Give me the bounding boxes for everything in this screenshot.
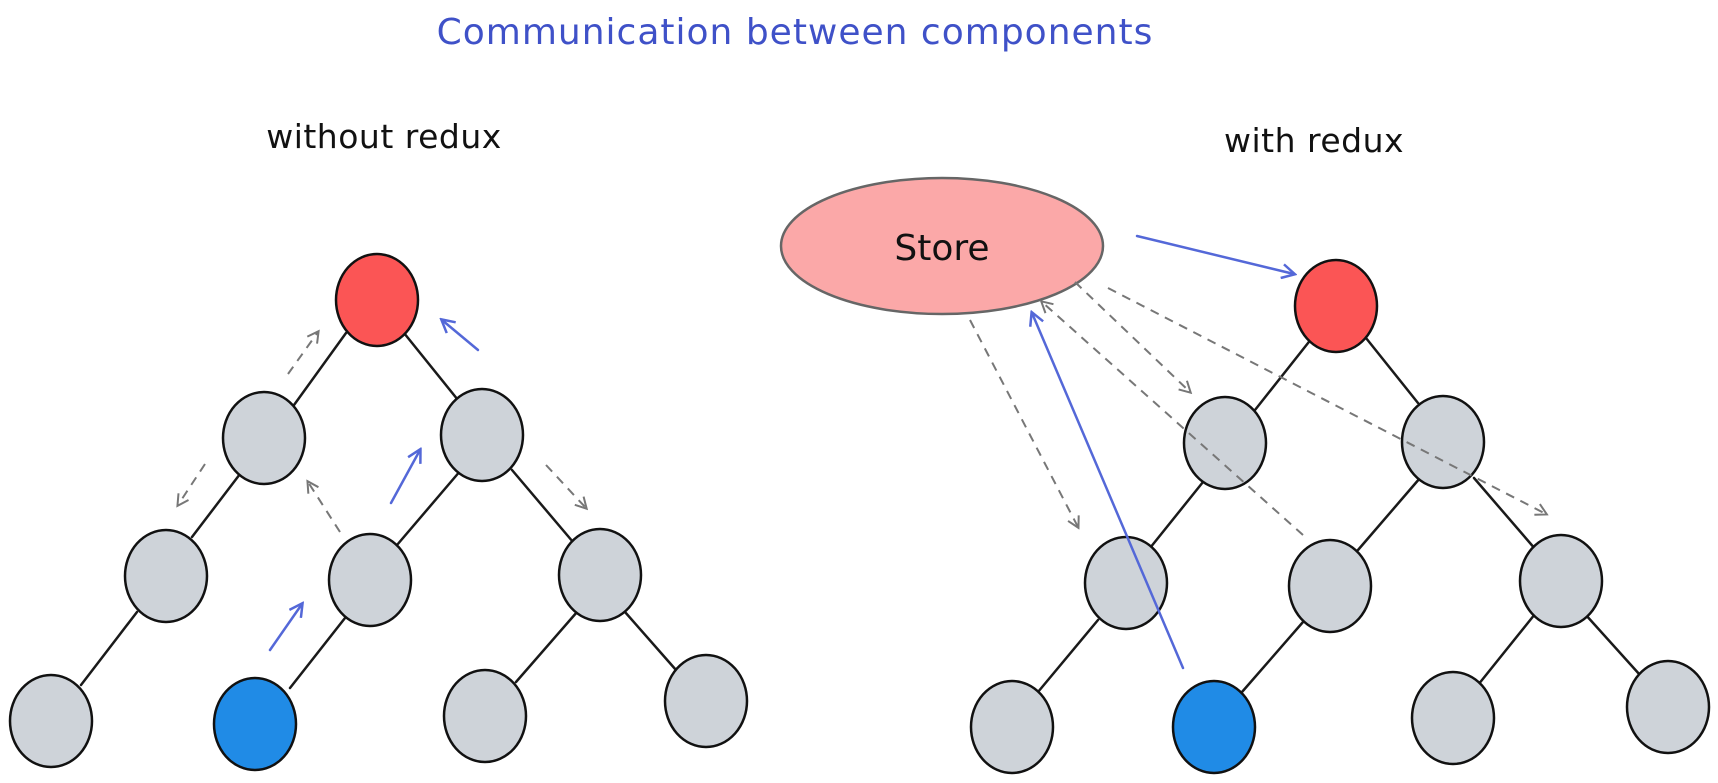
tree-edge: [514, 610, 579, 684]
tree-node: [1518, 533, 1604, 629]
dashed-arrow: [1042, 302, 1304, 536]
tree-node: [1400, 394, 1486, 490]
tree-node: [8, 673, 94, 769]
propagation-arrow: [268, 604, 302, 652]
tree-edge: [1476, 612, 1537, 687]
propagation-arrow: [442, 320, 480, 352]
source-node: [212, 676, 298, 772]
tree-edge: [1364, 336, 1420, 405]
right-tree: Store: [779, 176, 1711, 775]
tree-edge: [402, 331, 464, 407]
dashed-arrow: [287, 332, 318, 375]
tree-edge: [1253, 336, 1314, 412]
tree-node: [221, 390, 307, 486]
tree-edge: [292, 331, 348, 407]
tree-edge: [1583, 612, 1642, 677]
tree-node: [663, 653, 749, 749]
dashed-arrow: [1074, 281, 1190, 392]
store: [779, 176, 1105, 316]
tree-edge: [1240, 620, 1305, 694]
tree-edge: [79, 610, 139, 687]
root-node: [334, 252, 420, 348]
tree-node: [1410, 670, 1496, 766]
source-node: [1171, 679, 1257, 775]
tree-node: [1287, 538, 1373, 634]
tree-edge: [288, 616, 347, 690]
tree-node: [1625, 659, 1711, 755]
tree-edge: [395, 468, 463, 547]
tree-node: [123, 528, 209, 624]
left-tree: [8, 252, 749, 772]
dashed-arrow: [969, 319, 1078, 527]
tree-node: [1182, 395, 1268, 491]
dashed-arrow: [178, 463, 206, 505]
propagation-arrow: [389, 450, 420, 505]
tree-node: [327, 532, 413, 628]
dashed-arrow: [545, 464, 586, 508]
diagram-title: Communication between components: [437, 12, 1154, 53]
tree-node: [557, 527, 643, 623]
root-node: [1293, 258, 1379, 354]
dashed-arrow: [308, 482, 341, 533]
with-redux-label: with redux: [1224, 121, 1404, 160]
subscribe-arrow: [1135, 234, 1294, 274]
tree-node: [442, 668, 528, 764]
dashed-arrow: [1107, 287, 1546, 514]
tree-edge: [1472, 476, 1538, 552]
tree-edge: [1356, 476, 1422, 552]
tree-node: [969, 679, 1055, 775]
tree-edge: [190, 472, 242, 539]
dispatch-arrow: [1032, 313, 1185, 670]
without-redux-label: without redux: [266, 117, 502, 156]
store-label: Store: [894, 228, 989, 269]
tree-edge: [1148, 480, 1205, 550]
tree-node: [1083, 535, 1169, 631]
tree-edge: [1036, 618, 1100, 694]
tree-edge: [623, 610, 678, 672]
tree-edge: [510, 468, 575, 544]
tree-node: [439, 387, 525, 483]
